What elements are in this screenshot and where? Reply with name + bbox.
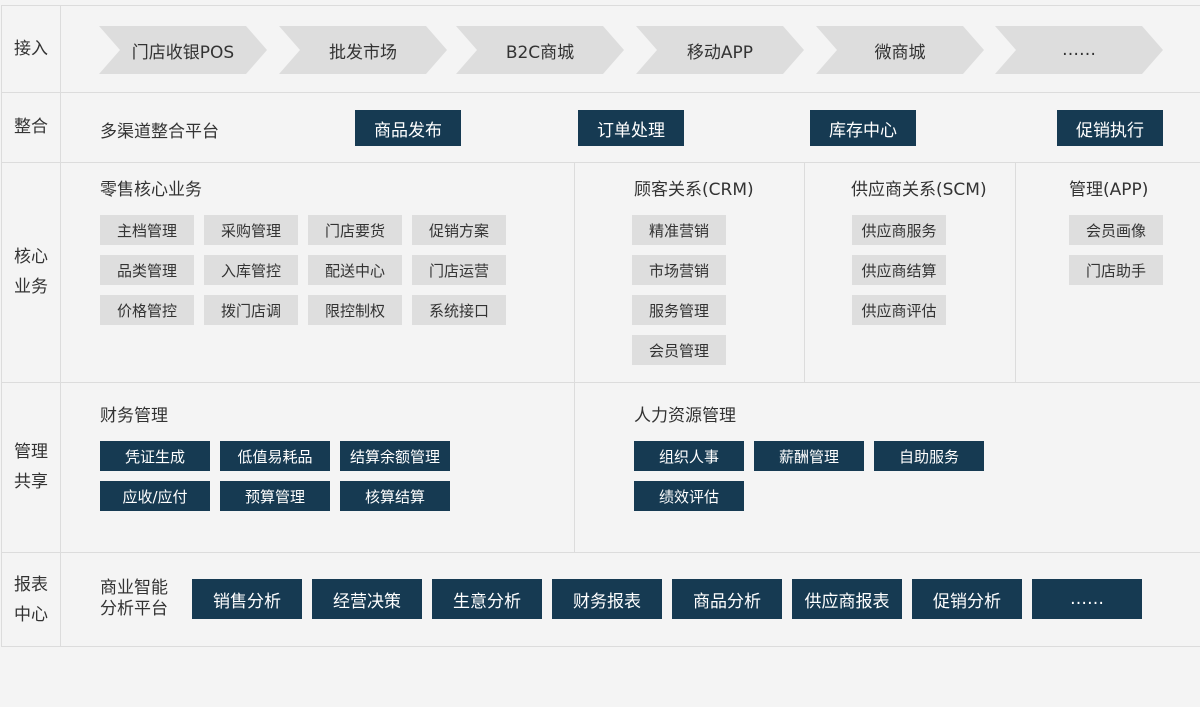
retail-item: 入库管控 [204, 255, 298, 285]
integration-item: 订单处理 [578, 110, 684, 146]
app-item: 会员画像 [1069, 215, 1163, 245]
finance-item: 低值易耗品 [220, 441, 330, 471]
report-item: 生意分析 [432, 579, 542, 619]
crm-item: 市场营销 [632, 255, 726, 285]
retail-item: 系统接口 [412, 295, 506, 325]
row-divider [1, 552, 1200, 553]
finance-item: 结算余额管理 [340, 441, 450, 471]
retail-item: 配送中心 [308, 255, 402, 285]
channel-mobile-app: 移动APP [636, 26, 804, 74]
scm-item: 供应商服务 [852, 215, 946, 245]
retail-item: 主档管理 [100, 215, 194, 245]
report-item: 经营决策 [312, 579, 422, 619]
channel-b2c: B2C商城 [456, 26, 624, 74]
row-divider [1, 382, 1200, 383]
retail-item: 门店运营 [412, 255, 506, 285]
bi-title-line: 商业智能 [100, 578, 168, 598]
scm-title: 供应商关系(SCM) [851, 180, 987, 200]
app-item: 门店助手 [1069, 255, 1163, 285]
report-item: 供应商报表 [792, 579, 902, 619]
report-item: 促销分析 [912, 579, 1022, 619]
retail-item: 促销方案 [412, 215, 506, 245]
hr-item: 绩效评估 [634, 481, 744, 511]
label-column-divider [60, 5, 61, 647]
retail-core-title: 零售核心业务 [100, 180, 202, 200]
report-item: 商品分析 [672, 579, 782, 619]
retail-item: 品类管理 [100, 255, 194, 285]
crm-item: 会员管理 [632, 335, 726, 365]
row-label-shared: 管理共享 [14, 442, 48, 492]
hr-item: 自助服务 [874, 441, 984, 471]
finance-item: 核算结算 [340, 481, 450, 511]
integration-item: 库存中心 [810, 110, 916, 146]
channel-more: …… [995, 26, 1163, 74]
scm-item: 供应商结算 [852, 255, 946, 285]
retail-item: 门店要货 [308, 215, 402, 245]
row-label-integrate: 整合 [14, 117, 48, 137]
retail-item: 采购管理 [204, 215, 298, 245]
crm-item: 服务管理 [632, 295, 726, 325]
finance-title: 财务管理 [100, 406, 168, 426]
report-item: 销售分析 [192, 579, 302, 619]
hr-item: 组织人事 [634, 441, 744, 471]
crm-item: 精准营销 [632, 215, 726, 245]
finance-item: 预算管理 [220, 481, 330, 511]
row-label-report: 报表中心 [14, 574, 48, 625]
app-title: 管理(APP) [1069, 180, 1149, 200]
column-divider [574, 162, 575, 552]
channel-wholesale: 批发市场 [279, 26, 447, 74]
scm-item: 供应商评估 [852, 295, 946, 325]
channel-micro-mall: 微商城 [816, 26, 984, 74]
row-divider [1, 162, 1200, 163]
finance-item: 凭证生成 [100, 441, 210, 471]
bi-title-line: 分析平台 [100, 599, 168, 619]
retail-item: 拨门店调 [204, 295, 298, 325]
channel-pos: 门店收银POS [99, 26, 267, 74]
report-item: 财务报表 [552, 579, 662, 619]
row-divider [1, 92, 1200, 93]
column-divider [804, 162, 805, 382]
hr-item: 薪酬管理 [754, 441, 864, 471]
retail-item: 价格管控 [100, 295, 194, 325]
row-label-access: 接入 [14, 38, 48, 59]
column-divider [1015, 162, 1016, 382]
retail-item: 限控制权 [308, 295, 402, 325]
integration-title: 多渠道整合平台 [100, 122, 219, 142]
bi-platform-title: 商业智能 分析平台 [100, 578, 168, 620]
architecture-frame [1, 5, 1200, 647]
crm-title: 顾客关系(CRM) [634, 180, 754, 200]
report-item: …… [1032, 579, 1142, 619]
hr-title: 人力资源管理 [634, 406, 736, 426]
row-label-core: 核心业务 [14, 247, 48, 297]
finance-item: 应收/应付 [100, 481, 210, 511]
integration-item: 促销执行 [1057, 110, 1163, 146]
integration-item: 商品发布 [355, 110, 461, 146]
